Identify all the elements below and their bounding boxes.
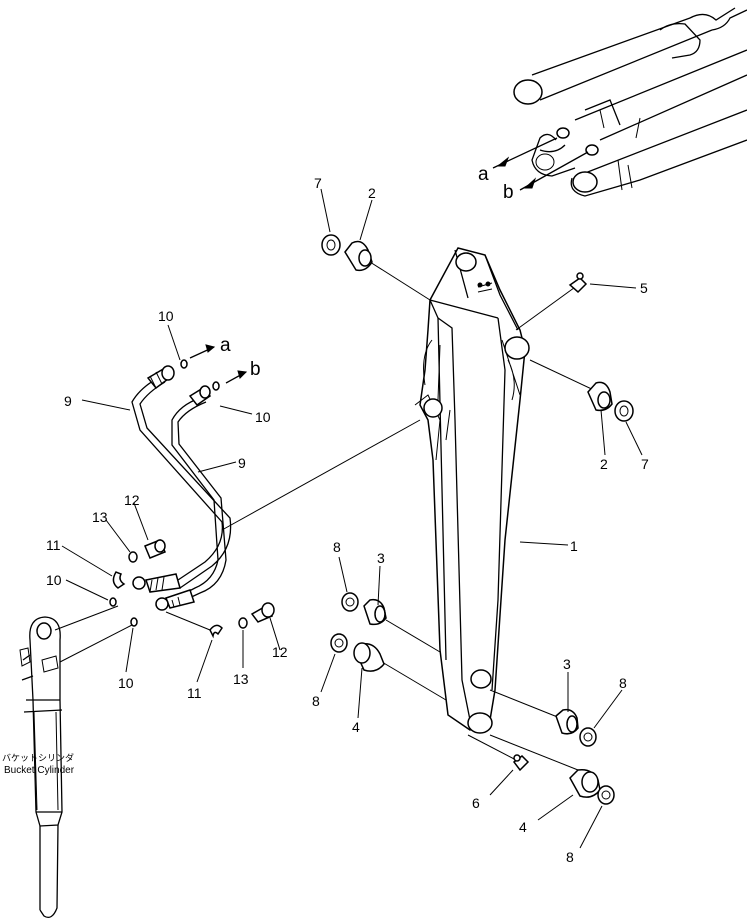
callout-12-left: 12 [124, 492, 140, 508]
callout-6: 6 [472, 795, 480, 811]
callout-3-right: 3 [563, 656, 571, 672]
oring-a [180, 359, 188, 369]
callout-numbers: 1 2 2 3 3 4 4 5 6 7 7 8 8 8 8 9 9 10 10 … [46, 175, 649, 865]
bucket-cylinder-label-en: Bucket Cylinder [4, 765, 75, 776]
callout-13-right: 13 [233, 671, 249, 687]
callout-8-left-b: 8 [312, 693, 320, 709]
connection-mark-a-top: a [478, 164, 489, 185]
callout-3-left: 3 [377, 550, 385, 566]
callout-1: 1 [570, 538, 578, 554]
callout-12-right: 12 [272, 644, 288, 660]
leader-lines [54, 261, 599, 771]
callout-10-left-2: 10 [118, 675, 134, 691]
callout-2-top: 2 [368, 185, 376, 201]
arm-body [414, 247, 530, 734]
callout-8-left-a: 8 [333, 539, 341, 555]
bucket-cylinder-label-jp: バケットシリンダ [2, 752, 74, 763]
callout-9-left: 9 [64, 393, 72, 409]
callout-9-right: 9 [238, 455, 246, 471]
callout-5: 5 [640, 280, 648, 296]
callout-10-a: 10 [158, 308, 174, 324]
callout-leaders [61, 188, 643, 849]
callout-2-right: 2 [600, 456, 608, 472]
callout-8-right-a: 8 [619, 675, 627, 691]
callout-11-left: 11 [46, 537, 61, 553]
callout-7-right: 7 [641, 456, 649, 472]
boom-assembly [513, 7, 747, 197]
callout-8-right-b: 8 [566, 849, 574, 865]
connection-mark-a-hose: a [220, 335, 231, 356]
callout-4-left: 4 [352, 719, 360, 735]
callout-7-top: 7 [314, 175, 322, 191]
connection-mark-b-top: b [503, 182, 514, 203]
callout-11-right: 11 [187, 685, 202, 701]
hose-connection-arrows [189, 344, 248, 384]
callout-13-left: 13 [92, 509, 108, 525]
bucket-cylinder [19, 616, 63, 919]
callout-4-right: 4 [519, 819, 527, 835]
small-parts [321, 234, 634, 805]
left-fasteners [109, 539, 275, 639]
connection-mark-b-hose: b [250, 359, 261, 380]
top-connection-arrows [492, 137, 589, 191]
hoses [131, 365, 232, 611]
oring-b [212, 381, 220, 391]
callout-10-left-1: 10 [46, 572, 62, 588]
callout-10-b: 10 [255, 409, 271, 425]
